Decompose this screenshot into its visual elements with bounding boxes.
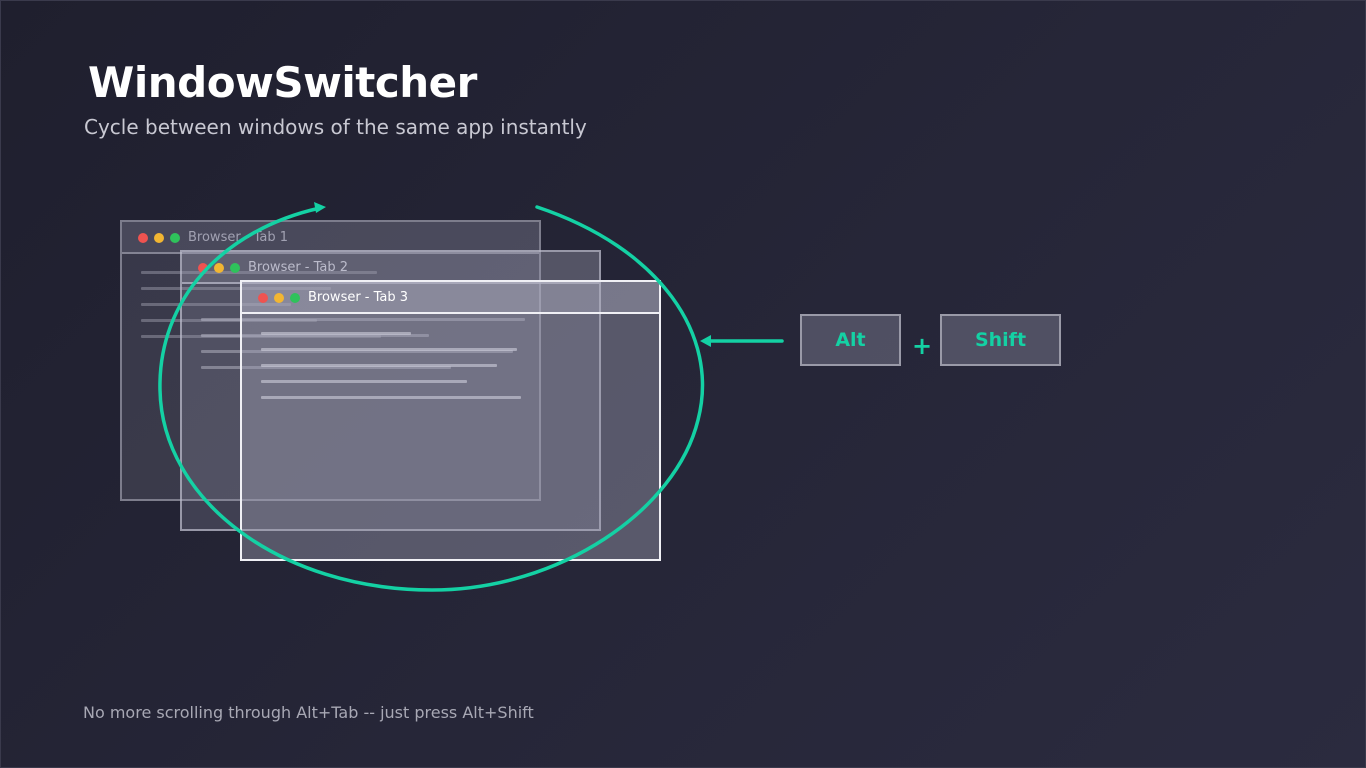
close-dot-icon[interactable]: [258, 293, 268, 303]
cycle-arrowhead: [314, 202, 326, 213]
window-title: Browser - Tab 3: [308, 290, 409, 305]
page-subtitle: Cycle between windows of the same app in…: [84, 115, 587, 139]
minimize-dot-icon[interactable]: [154, 233, 164, 243]
content-line: [261, 332, 411, 335]
window-title: Browser - Tab 2: [248, 260, 349, 275]
left-arrow-icon: [700, 335, 711, 347]
close-dot-icon[interactable]: [138, 233, 148, 243]
window-controls: [198, 263, 240, 273]
content-line: [261, 348, 517, 351]
page-title: WindowSwitcher: [88, 58, 477, 107]
content-line: [261, 380, 467, 383]
alt-key: Alt: [800, 314, 901, 366]
footer-tagline: No more scrolling through Alt+Tab -- jus…: [83, 703, 534, 722]
maximize-dot-icon[interactable]: [230, 263, 240, 273]
window-controls: [138, 233, 180, 243]
content-line: [261, 396, 521, 399]
plus-sign: +: [912, 332, 933, 360]
window-controls: [258, 293, 300, 303]
window-titlebar[interactable]: Browser - Tab 3: [242, 282, 659, 314]
minimize-dot-icon[interactable]: [214, 263, 224, 273]
browser-window-tab-3[interactable]: Browser - Tab 3: [240, 280, 661, 561]
close-dot-icon[interactable]: [198, 263, 208, 273]
maximize-dot-icon[interactable]: [170, 233, 180, 243]
shift-key: Shift: [940, 314, 1061, 366]
content-line: [261, 364, 497, 367]
maximize-dot-icon[interactable]: [290, 293, 300, 303]
minimize-dot-icon[interactable]: [274, 293, 284, 303]
window-title: Browser - Tab 1: [188, 230, 289, 245]
